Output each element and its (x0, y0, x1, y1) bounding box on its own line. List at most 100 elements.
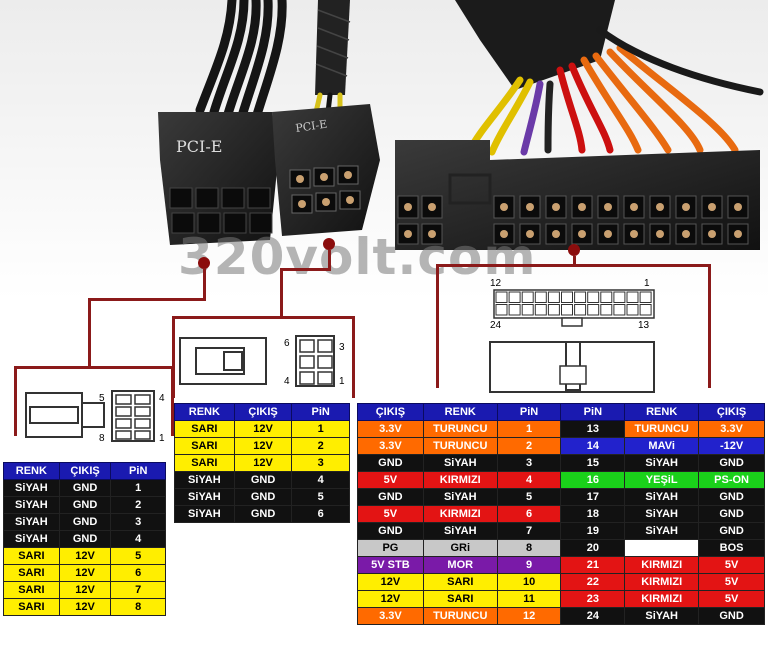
cell-cikis: GND (698, 488, 765, 506)
column-header: RENK (174, 403, 235, 421)
atx-pin-cell (600, 304, 613, 316)
cell-renk: SiYAH (3, 530, 60, 548)
cell-pin: 21 (560, 556, 626, 574)
table-header-row: RENK ÇIKIŞ PiN (174, 403, 350, 421)
cell-renk: MAVi (624, 437, 700, 455)
pin-number: 6 (284, 338, 290, 349)
pcie-left-cables (195, 0, 287, 123)
cell-cikis: -12V (698, 437, 765, 455)
atx-pin-cell (508, 291, 521, 303)
cell-renk: SiYAH (174, 488, 235, 506)
cell-pin: 5 (291, 488, 350, 506)
leader-line (88, 298, 206, 301)
cell-pin: 17 (560, 488, 626, 506)
cell-pin: 24 (560, 607, 626, 625)
atx-pin-cell (574, 291, 587, 303)
cell-renk: SARI (3, 598, 60, 616)
cell-cikis: GND (58, 513, 112, 531)
atx-pin-cell (587, 304, 600, 316)
cell-pin: 16 (560, 471, 626, 489)
cell-renk: SARI (3, 581, 60, 599)
cell-cikis: GND (698, 505, 765, 523)
leader-line (436, 264, 439, 388)
cell-cikis: PG (357, 539, 424, 557)
cell-renk: SiYAH (3, 479, 60, 497)
marker-dot-atx (568, 244, 580, 256)
atx-pin-cell (626, 304, 639, 316)
atx-pin-cell (613, 304, 626, 316)
cell-cikis: 5V (357, 505, 424, 523)
leader-line (172, 316, 175, 398)
atx-pin-cell (613, 291, 626, 303)
cell-cikis: 12V (233, 420, 293, 438)
cell-cikis: 12V (357, 590, 424, 608)
atx-pin-cell (521, 291, 534, 303)
cell-pin: 2 (110, 496, 166, 514)
atx-pin-cell (547, 291, 560, 303)
connector-photo: PCI-E PCI-E (0, 0, 768, 300)
cell-renk: MOR (422, 556, 498, 574)
atx-24pin-connector (395, 140, 760, 250)
cell-cikis: GND (357, 488, 424, 506)
cell-pin: 5 (496, 488, 562, 506)
column-header: ÇIKIŞ (357, 403, 424, 421)
column-header: ÇIKIŞ (698, 403, 765, 421)
pcie6-pinout-drawing: 6 3 4 1 (179, 335, 345, 387)
atx-pin-cell (534, 304, 547, 316)
marker-dot-pcie8 (198, 257, 210, 269)
cell-pin: 9 (496, 556, 562, 574)
cell-pin: 22 (560, 573, 626, 591)
cell-renk: TURUNCU (422, 437, 498, 455)
cell-pin: 4 (496, 471, 562, 489)
cell-pin: 18 (560, 505, 626, 523)
atx24-pinout-drawing: 12 1 24 13 (489, 278, 655, 393)
pin-number: 4 (159, 393, 165, 404)
cell-renk: SARI (422, 573, 498, 591)
cell-cikis: 12V (58, 547, 112, 565)
cell-pin: 7 (110, 581, 166, 599)
cell-pin: 7 (496, 522, 562, 540)
cell-cikis: BOS (698, 539, 765, 557)
cell-renk: SiYAH (174, 471, 235, 489)
cell-pin: 2 (496, 437, 562, 455)
cell-renk: TURUNCU (422, 420, 498, 438)
cell-cikis: 12V (58, 598, 112, 616)
column-header: PiN (496, 403, 562, 421)
cell-renk: TURUNCU (624, 420, 700, 438)
leader-line (280, 268, 283, 318)
marker-dot-pcie6 (323, 238, 335, 250)
cell-pin: 12 (496, 607, 562, 625)
cell-renk: SARI (3, 564, 60, 582)
leader-line (88, 298, 91, 368)
cell-renk: KIRMIZI (422, 505, 498, 523)
atx-wires (466, 26, 764, 156)
braided-sleeve (315, 0, 350, 95)
cell-pin: 2 (291, 437, 350, 455)
cell-pin: 10 (496, 573, 562, 591)
pcie-label-right: PCI-E (295, 118, 328, 135)
cell-renk: SARI (174, 454, 235, 472)
atx-pin-cell (587, 291, 600, 303)
cell-cikis: 5V (357, 471, 424, 489)
pin-number: 1 (339, 376, 345, 387)
atx-pin-cell (626, 291, 639, 303)
cell-pin: 13 (560, 420, 626, 438)
column-header: ÇIKIŞ (58, 462, 112, 480)
cell-cikis: 3.3V (357, 437, 424, 455)
cell-renk: KIRMIZI (624, 590, 700, 608)
leader-line (328, 250, 331, 270)
table-header-row: ÇIKIŞ RENK PiN PiN RENK ÇIKIŞ (357, 403, 765, 421)
cell-pin: 8 (110, 598, 166, 616)
cell-cikis: GND (357, 522, 424, 540)
cell-pin: 4 (110, 530, 166, 548)
watermark: 320volt.com (178, 228, 537, 286)
atx-pin-cell (508, 304, 521, 316)
